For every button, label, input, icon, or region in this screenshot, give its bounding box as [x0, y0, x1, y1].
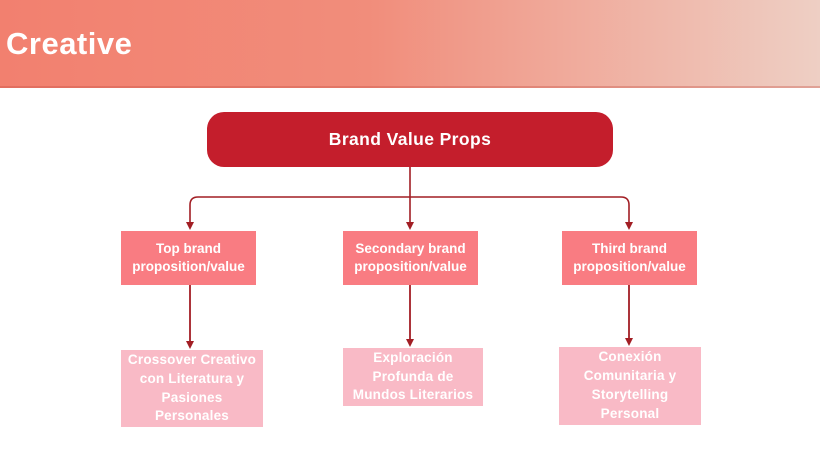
node-third-brand-proposition: Third brand proposition/value	[562, 231, 697, 285]
node-top-brand-proposition: Top brand proposition/value	[121, 231, 256, 285]
page-title: Creative	[6, 26, 133, 61]
leaf-exploracion-profunda: Exploración Profunda de Mundos Literario…	[343, 348, 483, 406]
arrowhead-center-leaf-icon	[406, 339, 414, 347]
arrowhead-center-icon	[406, 222, 414, 230]
arrowhead-left-leaf-icon	[186, 341, 194, 349]
header-banner: Creative	[0, 0, 820, 88]
arrowhead-left-icon	[186, 222, 194, 230]
leaf-conexion-comunitaria: Conexión Comunitaria y Storytelling Pers…	[559, 347, 701, 425]
leaf-crossover-creativo: Crossover Creativo con Literatura y Pasi…	[121, 350, 263, 427]
connector-root-right	[410, 196, 630, 224]
arrowhead-right-icon	[625, 222, 633, 230]
node-secondary-brand-proposition: Secondary brand proposition/value	[343, 231, 478, 285]
connector-root-left	[189, 196, 410, 224]
arrowhead-right-leaf-icon	[625, 338, 633, 346]
node-brand-value-props: Brand Value Props	[207, 112, 613, 167]
